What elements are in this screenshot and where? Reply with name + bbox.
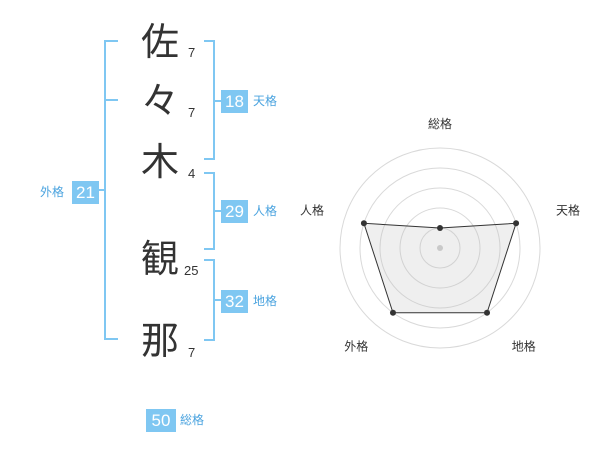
stroke-count-2: 7 bbox=[188, 105, 196, 120]
stroke-count-1: 7 bbox=[188, 45, 196, 60]
gaikaku-value: 21 bbox=[72, 181, 99, 204]
radar-point-1 bbox=[437, 225, 443, 231]
radar-axis-label-5: 人格 bbox=[300, 202, 324, 217]
gaikaku-label: 外格 bbox=[40, 185, 65, 199]
radar-grid-ring-4 bbox=[359, 167, 521, 329]
radar-point-2 bbox=[513, 220, 520, 227]
radar-axis-label-1: 総格 bbox=[428, 116, 452, 131]
radar-grid-ring-5 bbox=[339, 147, 541, 349]
radar-grid-ring-3 bbox=[379, 187, 501, 309]
gaikaku-bracket bbox=[104, 40, 118, 340]
soukaku-value: 50 bbox=[146, 409, 176, 432]
stroke-count-5: 7 bbox=[188, 345, 196, 360]
radar-grid-ring-2 bbox=[399, 207, 481, 289]
name-char-1: 佐 bbox=[140, 20, 179, 64]
radar-series-polygon bbox=[363, 222, 517, 314]
chikaku-label: 地格 bbox=[253, 294, 278, 308]
radar-axis-label-3: 地格 bbox=[512, 339, 536, 354]
jinkaku-tick bbox=[214, 210, 221, 212]
tenkaku-tick bbox=[214, 100, 221, 102]
soukaku-label: 総格 bbox=[180, 413, 205, 427]
gaikaku-tick bbox=[96, 189, 105, 191]
chikaku-value: 32 bbox=[221, 290, 248, 313]
jinkaku-value: 29 bbox=[221, 200, 248, 223]
gaikaku-mid-tick bbox=[104, 99, 118, 101]
radar-axis-label-2: 天格 bbox=[556, 202, 580, 217]
name-char-2: 々 bbox=[140, 79, 179, 123]
stroke-count-3: 4 bbox=[188, 166, 196, 181]
name-char-5: 那 bbox=[140, 319, 179, 363]
radar-point-4 bbox=[389, 309, 396, 316]
name-char-3: 木 bbox=[140, 140, 179, 184]
radar-point-5 bbox=[360, 220, 367, 227]
name-char-4: 観 bbox=[140, 237, 179, 281]
radar-center-dot bbox=[437, 245, 443, 251]
radar-axis-label-4: 外格 bbox=[344, 339, 368, 354]
chikaku-tick bbox=[214, 299, 221, 301]
jinkaku-label: 人格 bbox=[253, 204, 278, 218]
radar-point-3 bbox=[484, 309, 491, 316]
tenkaku-value: 18 bbox=[221, 90, 248, 113]
tenkaku-label: 天格 bbox=[253, 94, 278, 108]
stroke-count-4: 25 bbox=[184, 263, 199, 278]
